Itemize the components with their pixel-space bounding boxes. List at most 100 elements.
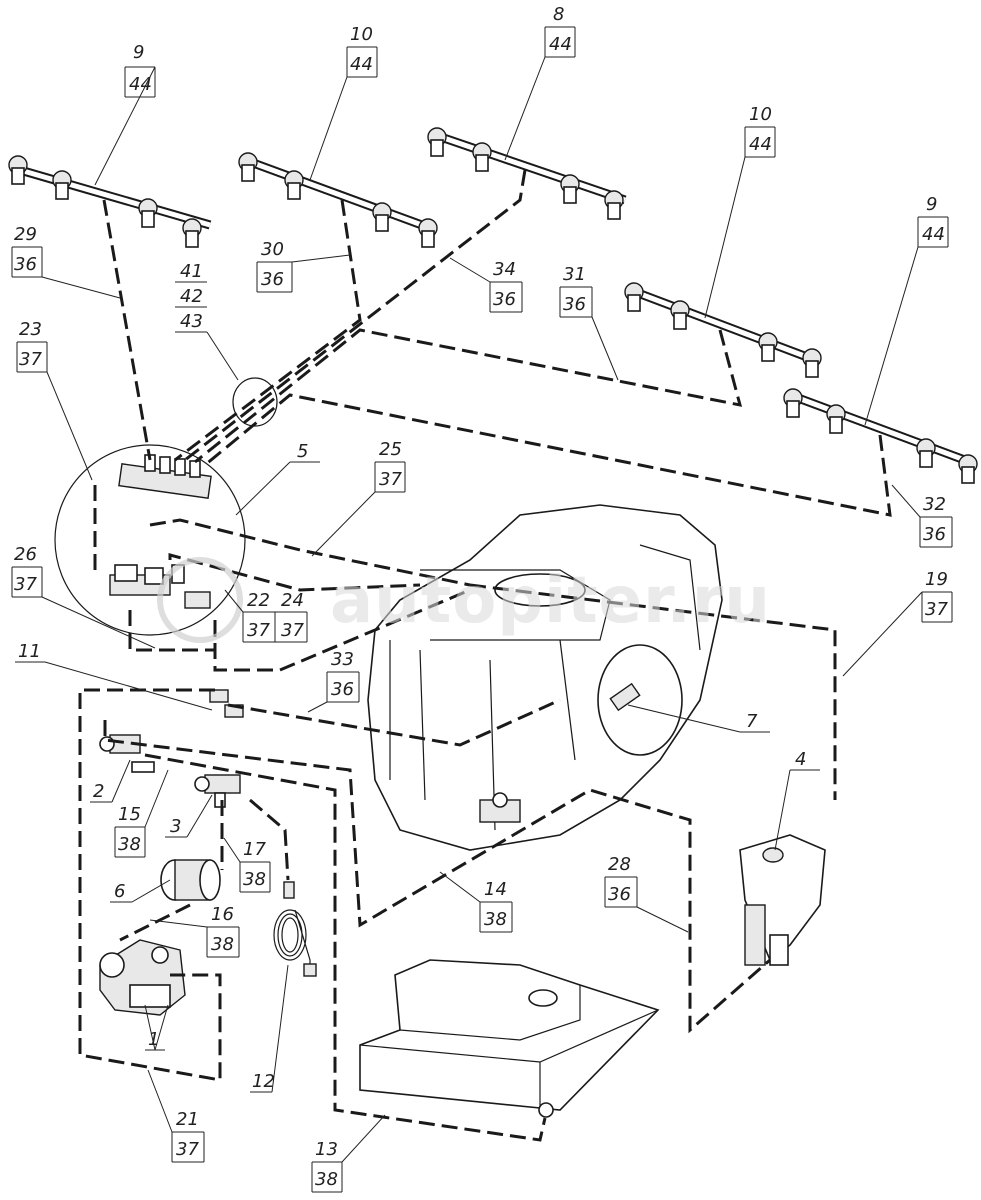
callout-number: 22 xyxy=(247,590,270,611)
hose-29 xyxy=(102,199,152,461)
chemical-inductor xyxy=(739,834,826,966)
nozzle-icon xyxy=(560,174,580,204)
callout-19-37: 19 37 xyxy=(842,569,953,677)
callout-31-36: 31 36 xyxy=(559,264,619,381)
nozzle-icon xyxy=(427,127,447,157)
label-4: 4 xyxy=(774,749,820,851)
callout-9-44-left: 9 44 xyxy=(94,42,156,186)
callout-15-38: 15 38 xyxy=(114,769,169,858)
callout-number: 28 xyxy=(608,854,631,875)
nozzle-icon xyxy=(783,388,803,418)
nozzle-icon xyxy=(8,155,28,185)
svg-text:7: 7 xyxy=(746,711,758,732)
label-5: 5 xyxy=(235,441,320,516)
hose-12 xyxy=(249,798,290,881)
hose-31 xyxy=(194,328,743,464)
callout-sheet: 44 xyxy=(350,54,373,75)
nozzle-icon xyxy=(624,282,644,312)
pressure-regulator xyxy=(109,564,211,609)
nozzle-icon xyxy=(284,170,304,200)
callout-number: 10 xyxy=(749,104,772,125)
callout-10-44-right: 10 44 xyxy=(704,104,776,319)
section-valve-manifold xyxy=(118,454,212,499)
callout-number: 8 xyxy=(553,4,564,25)
callout-number: 13 xyxy=(315,1139,338,1160)
nozzle-icon xyxy=(670,300,690,330)
nozzle-icon xyxy=(802,348,822,378)
callout-17-38: 17 38 xyxy=(223,837,271,893)
callout-sheet: 38 xyxy=(315,1169,338,1190)
hose-return xyxy=(213,588,471,672)
callout-number: 19 xyxy=(925,569,948,590)
nozzle-icon xyxy=(916,438,936,468)
callout-number: 9 xyxy=(926,194,937,215)
callout-number: 21 xyxy=(176,1109,199,1130)
control-unit-group-circle xyxy=(54,444,246,636)
nozzle-icon xyxy=(958,454,978,484)
hose-coil xyxy=(273,881,317,977)
nozzle-icon xyxy=(758,332,778,362)
callout-28-36: 28 36 xyxy=(604,854,689,933)
nozzle-icon xyxy=(826,404,846,434)
label-1: 1 xyxy=(144,1004,169,1051)
nozzle-icon xyxy=(472,142,492,172)
nozzle-icon xyxy=(372,202,392,232)
label-2: 2 xyxy=(90,759,131,803)
callout-13-38: 13 38 xyxy=(311,1114,386,1193)
hose-33 xyxy=(227,698,561,747)
label-3: 3 xyxy=(165,794,213,838)
hose-19 xyxy=(469,583,837,800)
svg-text:11: 11 xyxy=(18,641,41,662)
svg-text:12: 12 xyxy=(252,1071,275,1092)
callout-14-38: 14 38 xyxy=(439,871,513,933)
valve-2 xyxy=(99,734,155,773)
callout-22-24-37: 22 24 37 37 xyxy=(224,589,308,643)
valve-3 xyxy=(194,774,241,808)
nozzle-icon xyxy=(52,170,72,200)
svg-text:5: 5 xyxy=(297,441,308,462)
callout-sheet: 38 xyxy=(118,834,141,855)
callout-number: 43 xyxy=(180,311,203,332)
callout-sheet: 36 xyxy=(563,294,586,315)
callout-number: 10 xyxy=(350,24,373,45)
callout-sheet: 37 xyxy=(379,469,402,490)
callout-32-36: 32 36 xyxy=(891,484,953,548)
nozzle-icon xyxy=(182,218,202,248)
callout-sheet: 38 xyxy=(211,934,234,955)
callout-sheet: 37 xyxy=(925,599,948,620)
callout-number: 17 xyxy=(243,839,266,860)
callout-number: 24 xyxy=(281,590,304,611)
suction-filter xyxy=(160,859,221,901)
hose-15 xyxy=(103,720,771,1034)
callout-sheet: 44 xyxy=(549,34,572,55)
boom-section-9-right xyxy=(783,388,978,484)
callout-8-44: 8 44 xyxy=(504,4,576,161)
callout-sheet: 36 xyxy=(14,254,37,275)
hose-34 xyxy=(184,169,527,462)
callout-16-38: 16 38 xyxy=(149,904,240,958)
callout-number: 23 xyxy=(19,319,42,340)
callout-number: 14 xyxy=(484,879,507,900)
nozzle-icon xyxy=(604,190,624,220)
callout-sheet: 36 xyxy=(331,679,354,700)
boom-section-10-right xyxy=(624,282,822,378)
svg-text:1: 1 xyxy=(148,1029,159,1050)
pump xyxy=(99,939,186,1016)
callout-number: 34 xyxy=(493,259,516,280)
callout-number: 30 xyxy=(261,239,284,260)
callout-number: 33 xyxy=(331,649,354,670)
flush-water-tank xyxy=(359,959,660,1118)
callout-21-37: 21 37 xyxy=(147,1069,205,1163)
callout-number: 9 xyxy=(133,42,144,63)
callout-sheet: 44 xyxy=(922,224,945,245)
callout-sheet: 37 xyxy=(14,574,37,595)
callout-29-36: 29 36 xyxy=(11,224,121,299)
label-7: 7 xyxy=(627,704,770,733)
callout-sheet: 36 xyxy=(608,884,631,905)
drain-valve-icon xyxy=(479,792,521,823)
tee-fitting-11 xyxy=(209,689,244,718)
label-11: 11 xyxy=(15,641,213,711)
callout-sheet: 37 xyxy=(176,1139,199,1160)
label-6: 6 xyxy=(110,879,171,903)
